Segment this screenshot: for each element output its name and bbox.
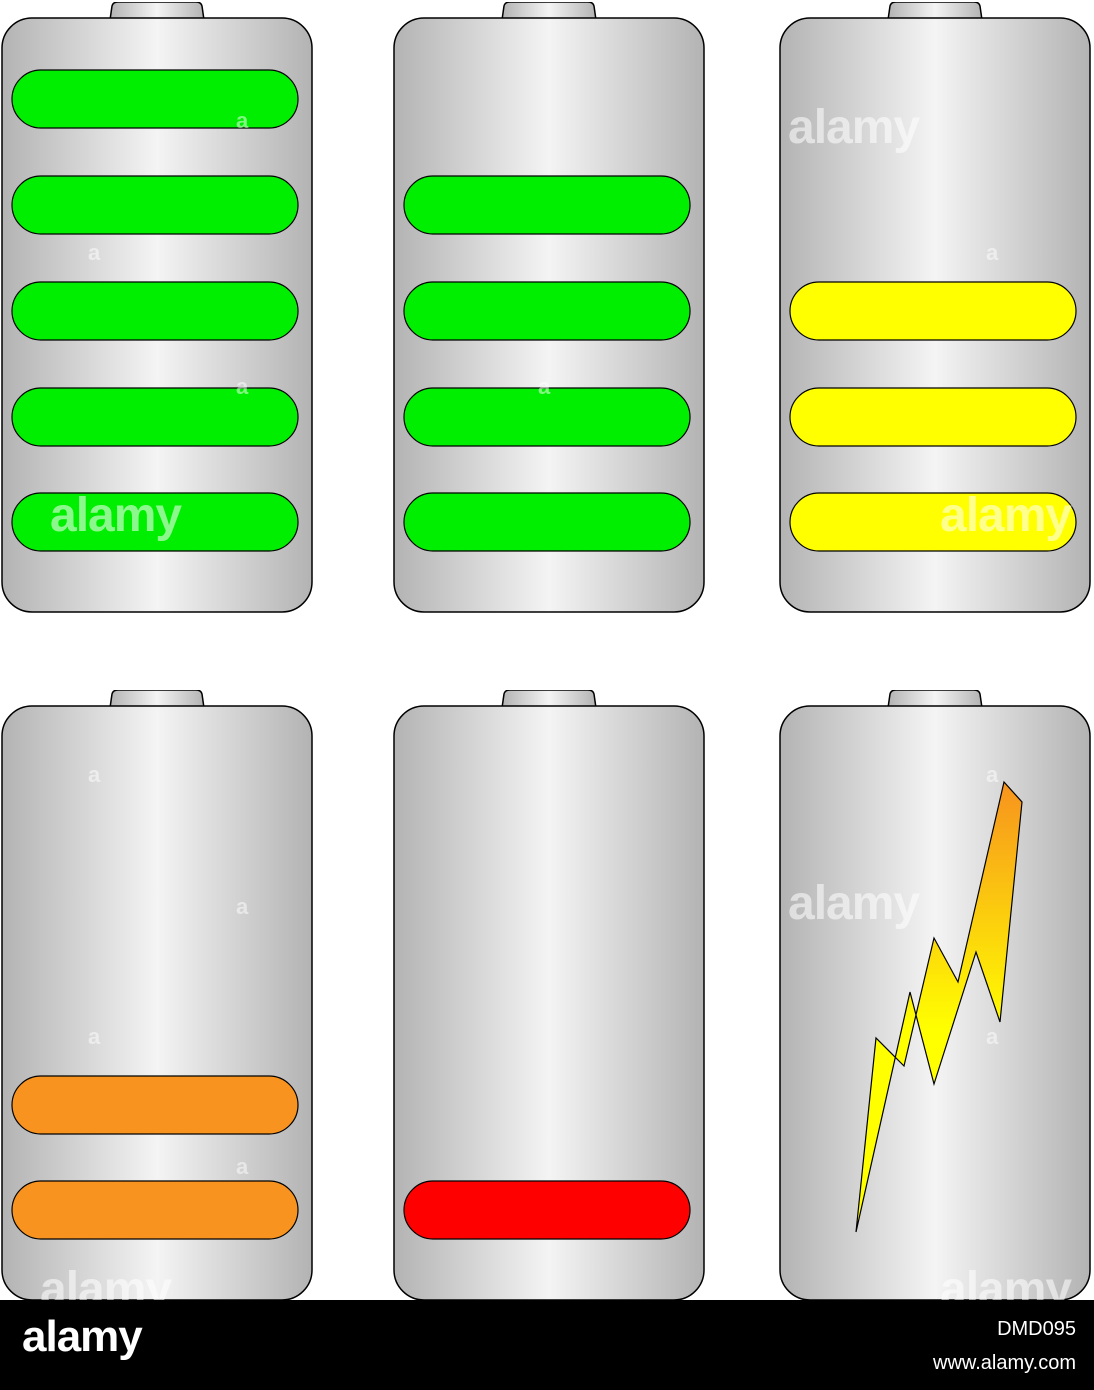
charge-level-bar [789,281,1077,341]
battery-terminal [109,690,205,709]
charge-level-bar [403,281,691,341]
battery-graphic [1,690,313,1301]
battery-charging [778,690,1092,1302]
charge-level-bar [11,1180,299,1240]
battery-terminal [887,690,983,709]
alamy-logo: alamy [22,1312,143,1361]
battery-terminal [887,2,983,21]
site-url: www.alamy.com [933,1352,1076,1374]
charge-level-bar [789,492,1077,552]
charge-level-bar [403,175,691,235]
battery-terminal [109,2,205,21]
charge-level-bar [11,492,299,552]
battery-terminal [501,2,597,21]
charge-level-bar [11,1075,299,1135]
charge-level-bar [11,387,299,447]
battery-graphic [393,2,705,613]
battery-two-bars [0,690,314,1302]
battery-icons-canvas: alamy alamy alamy alamy alamy alamy a a … [0,2,1092,1302]
charge-level-bar [11,69,299,129]
battery-three-bars [778,2,1092,614]
battery-full [0,2,314,614]
battery-one-bar [392,690,706,1302]
charge-level-bar [11,281,299,341]
charge-level-bar [403,387,691,447]
battery-graphic [1,2,313,613]
image-id: DMD095 [997,1318,1076,1340]
charge-level-bar [789,387,1077,447]
footer-bar: alamy DMD095 www.alamy.com [0,1300,1094,1390]
battery-graphic [393,690,705,1301]
charge-level-bar [403,1180,691,1240]
battery-terminal [501,690,597,709]
battery-graphic [779,2,1091,613]
lightning-bolt-icon [855,780,1023,1233]
battery-four-bars [392,2,706,614]
battery-graphic [779,690,1091,1301]
charge-level-bar [11,175,299,235]
charge-level-bar [403,492,691,552]
